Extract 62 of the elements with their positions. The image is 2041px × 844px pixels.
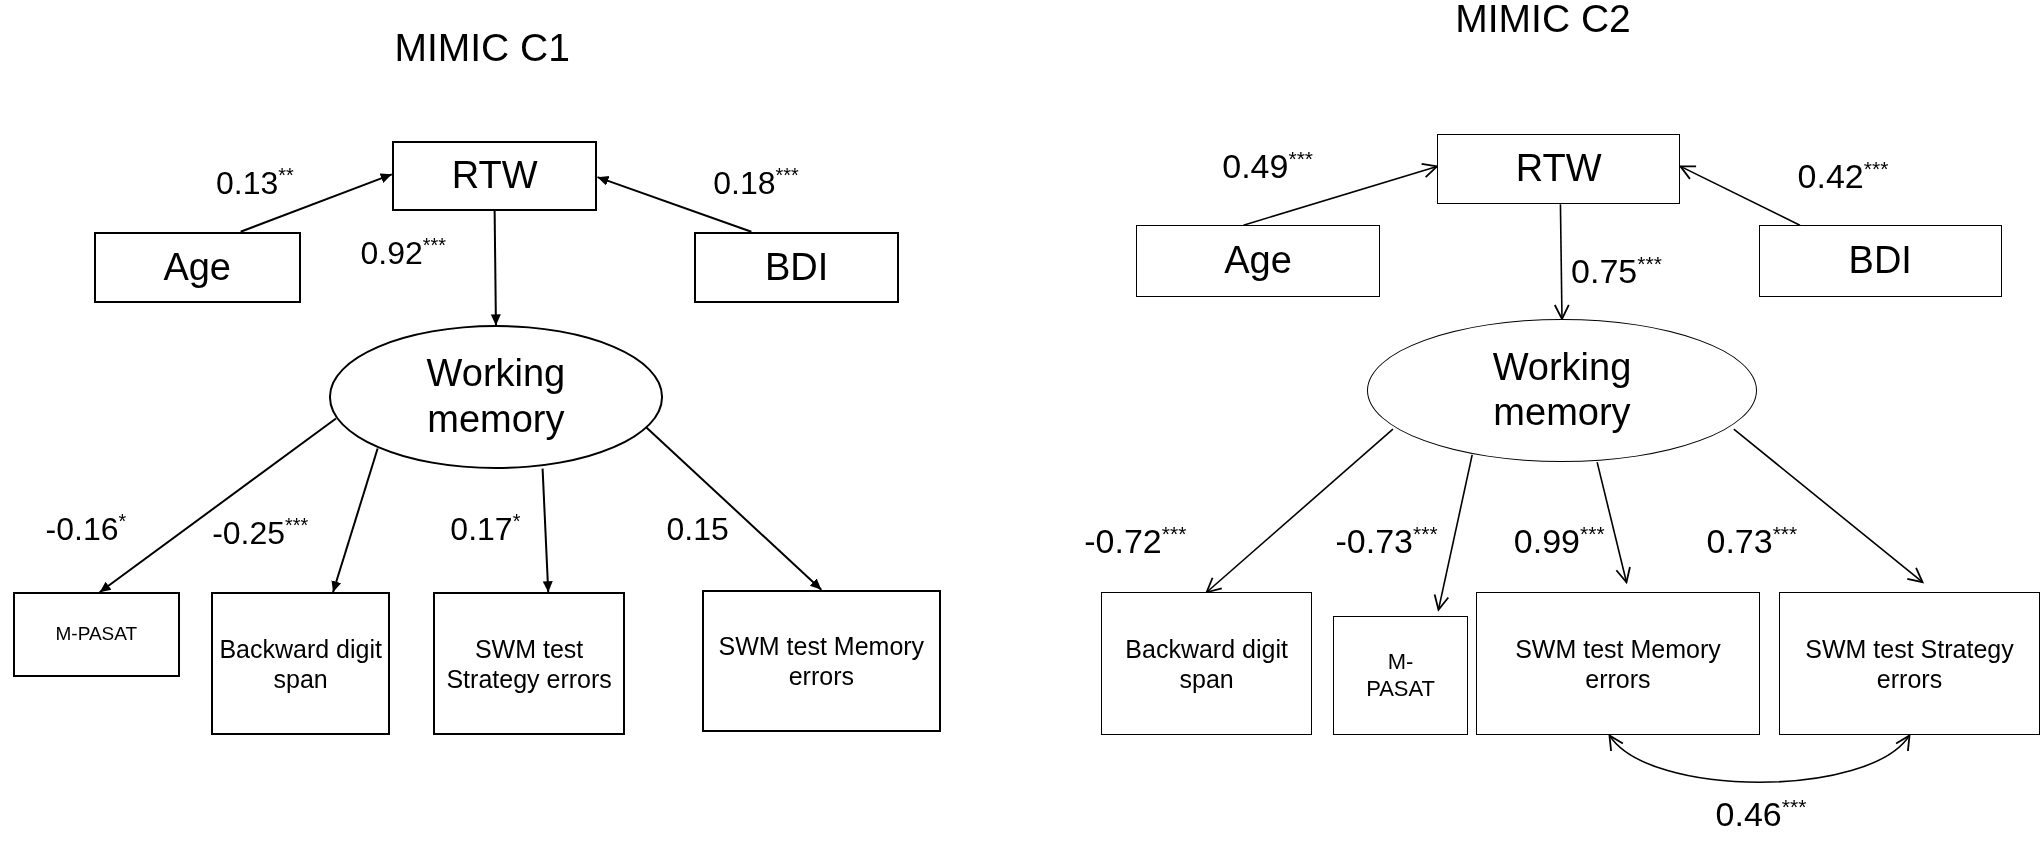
edge-label: 0.99$^{***}$ bbox=[1513, 520, 1605, 562]
variable-box bbox=[1476, 592, 1760, 736]
variable-box bbox=[1758, 225, 2002, 297]
variable-box bbox=[701, 589, 942, 732]
edge-label: -0.73$^{***}$ bbox=[1335, 520, 1438, 562]
node-text: M-PASAT bbox=[1365, 649, 1436, 702]
node-text: Working memory bbox=[1491, 344, 1633, 436]
node-text: RTW bbox=[1514, 146, 1603, 192]
node-text: BDI bbox=[763, 244, 830, 290]
node-text: SWM test Strategy errors bbox=[1804, 633, 2015, 694]
node-text: Age bbox=[1223, 238, 1293, 284]
edge-label: 0.49$^{***}$ bbox=[1222, 145, 1314, 187]
arrow bbox=[331, 447, 379, 594]
variable-box bbox=[210, 592, 391, 736]
arrow bbox=[1205, 428, 1394, 594]
node-text: SWM test Memory errors bbox=[1514, 633, 1722, 694]
arrow bbox=[1242, 162, 1438, 226]
arrow bbox=[1433, 454, 1473, 611]
node-text: SWM test Strategy errors bbox=[445, 633, 613, 694]
node-text: BDI bbox=[1847, 238, 1913, 284]
edge-label: 0.17$^{*}$ bbox=[450, 510, 521, 549]
node-text: Backward digit span bbox=[1124, 633, 1289, 694]
arrow bbox=[1608, 734, 1911, 784]
variable-box bbox=[1437, 134, 1681, 205]
arrow bbox=[490, 209, 501, 327]
edge-label: 0.18$^{***}$ bbox=[713, 164, 799, 203]
variable-box bbox=[433, 592, 625, 736]
arrow bbox=[1733, 428, 1924, 584]
edge-label: 0.92$^{***}$ bbox=[360, 234, 446, 273]
node-text: Working memory bbox=[425, 351, 567, 442]
arrow bbox=[1553, 203, 1570, 320]
panel-title: MIMIC C1 bbox=[394, 26, 570, 71]
variable-box bbox=[693, 231, 900, 304]
edge-label: 0.42$^{***}$ bbox=[1797, 156, 1889, 198]
variable-box bbox=[1136, 225, 1380, 297]
variable-box bbox=[1332, 615, 1469, 736]
arrow bbox=[1596, 461, 1631, 584]
edge-label: -0.25$^{***}$ bbox=[212, 514, 309, 553]
node-text: Age bbox=[162, 244, 232, 290]
variable-box bbox=[93, 231, 301, 304]
arrow bbox=[541, 467, 553, 594]
edge-label: -0.16$^{*}$ bbox=[45, 510, 127, 549]
node-text: M-PASAT bbox=[54, 623, 139, 646]
arrow bbox=[644, 426, 823, 591]
node-text: RTW bbox=[450, 152, 539, 198]
arrow bbox=[1679, 165, 1801, 226]
arrow bbox=[98, 417, 337, 594]
variable-box bbox=[13, 592, 180, 677]
variable-box bbox=[391, 140, 598, 211]
edge-label: 0.13$^{**}$ bbox=[216, 164, 294, 203]
variable-box bbox=[1101, 592, 1313, 736]
edge-label: 0.15 bbox=[666, 510, 729, 549]
edge-label: -0.72$^{***}$ bbox=[1084, 520, 1187, 562]
arrow bbox=[239, 173, 393, 233]
node-text: SWM test Memory errors bbox=[717, 630, 926, 691]
edge-label: 0.46$^{***}$ bbox=[1715, 794, 1807, 836]
arrow bbox=[596, 176, 753, 233]
edge-label: 0.75$^{***}$ bbox=[1571, 251, 1662, 293]
edge-label: 0.73$^{***}$ bbox=[1706, 520, 1798, 562]
panel-title: MIMIC C2 bbox=[1455, 0, 1631, 42]
variable-box bbox=[1779, 592, 2040, 736]
node-text: Backward digit span bbox=[218, 633, 383, 694]
